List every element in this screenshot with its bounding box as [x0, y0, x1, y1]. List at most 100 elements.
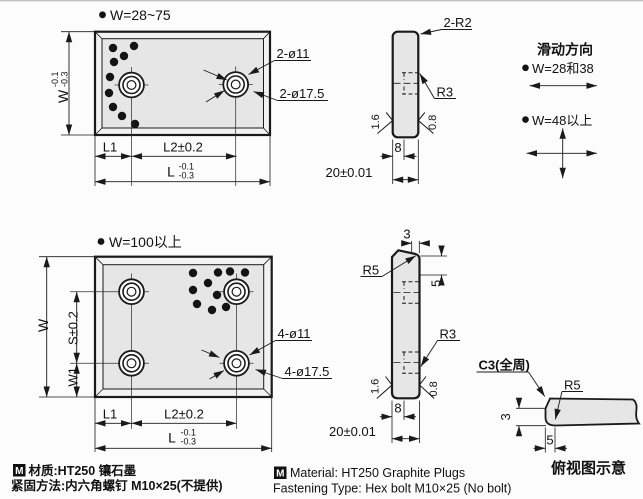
en-fastening-note: Fastening Type: Hex bolt M10×25 (No bolt…: [273, 482, 511, 496]
material-notes: M 材质:HT250 镶石墨 紧固方法:内六角螺钉 M10×25(不提供) M …: [11, 463, 511, 496]
w-dim-label: W: [55, 89, 71, 103]
l1-dim-label: L1: [103, 407, 117, 422]
width-dimensions: W S±0.2 W1: [35, 256, 95, 398]
r3-callout: R3: [440, 327, 457, 342]
roughness-value: 0.8: [428, 381, 440, 396]
r3-callout: R3: [437, 85, 454, 100]
l-dim-label: L: [168, 430, 176, 446]
top-plate-side-view: 2-R2 R3 1.6 0.8: [326, 15, 472, 184]
top-plate-header: W=28~75: [110, 7, 171, 23]
cn-material-note: 材质:HT250 镶石墨: [28, 463, 137, 478]
d20-dim-label: 20±0.01: [326, 165, 373, 180]
leader-arrow: [253, 91, 278, 101]
plate-corner-chamfer-lines: [94, 256, 272, 398]
width-dimension: W -0.1 -0.3: [50, 31, 95, 136]
d20-dim-label: 20±0.01: [329, 424, 376, 439]
l-tol-upper: -0.1: [179, 162, 195, 172]
d3-dim-label: 3: [498, 413, 513, 420]
side-view-body: [391, 30, 420, 139]
surface-finish-right: 0.8: [418, 376, 440, 399]
leader-arrow: [528, 371, 546, 397]
d5-dim-label: 5: [429, 280, 444, 287]
leader-arrow: [420, 28, 442, 35]
hole-callouts: 2-ø11 2-ø17.5: [203, 46, 328, 103]
leader-arrow: [381, 255, 417, 277]
w-tol-lower: -0.3: [60, 71, 70, 87]
hole-large-callout: 4-ø17.5: [285, 364, 330, 379]
m-badge-icon: [274, 466, 287, 479]
top-plate-front-view: W=28~75: [50, 7, 328, 186]
hole-small-callout: 2-ø11: [277, 46, 310, 61]
hidden-hole-lines-upper: [393, 281, 420, 304]
en-material-note: Material: HT250 Graphite Plugs: [290, 466, 465, 480]
hole-large-callout: 2-ø17.5: [280, 86, 325, 101]
leader-arrow: [554, 391, 563, 420]
corner-radius-callout: 2-R2: [444, 15, 472, 30]
thickness-dimensions: 8 20±0.01: [326, 139, 419, 184]
l1-dim-label: L1: [103, 140, 117, 155]
detail-dimensions: 3 5: [498, 397, 567, 453]
r5-callout: R5: [363, 263, 380, 278]
detail-caption: 俯视图示意: [551, 459, 626, 477]
hidden-hole-lines: [393, 72, 419, 95]
counterbore-hole-right: [218, 66, 253, 186]
side-view-body: [390, 249, 421, 400]
l-tol-upper: -0.1: [181, 428, 197, 438]
length-dimensions: L1 L2±0.2 L -0.1 -0.3: [94, 135, 271, 186]
l-tol-lower: -0.3: [181, 437, 197, 447]
l2-dim-label: L2±0.2: [164, 407, 204, 422]
leader-arrow: [249, 340, 276, 356]
counterbore-hole: [118, 278, 250, 377]
bullet-icon: [99, 11, 106, 19]
diameter-arrow: [203, 69, 228, 81]
w-tol-upper: -0.1: [50, 71, 60, 87]
hole-small-callout: 4-ø11: [278, 326, 311, 341]
roughness-value: 1.6: [370, 379, 382, 394]
bottom-plate-side-view: 3 5 R5 R3: [329, 227, 460, 443]
graphite-plug-dots: [104, 41, 140, 129]
s-dim-label: S±0.2: [66, 311, 81, 345]
diameter-arrow: [205, 90, 225, 103]
roughness-value: 1.6: [370, 114, 382, 129]
cn-fastening-note: 紧固方法:内六角螺钉 M10×25(不提供): [11, 478, 222, 493]
leader-arrow: [248, 60, 275, 75]
roughness-value: 0.8: [427, 115, 439, 130]
plate-corner-chamfer-lines: [94, 31, 271, 136]
leader-arrow: [419, 73, 435, 99]
cross-direction-arrows: [526, 128, 597, 179]
c3-chamfer-callout: C3(全周): [479, 358, 530, 373]
corner-chamfer-detail: C3(全周) R5 3 5 俯视图示意: [476, 358, 641, 477]
slide-case2-label: W=48以上: [532, 113, 592, 128]
counterbore-hole-left: [114, 67, 149, 186]
m-badge-icon: [13, 464, 26, 477]
w-dim-label: W: [35, 318, 51, 332]
bullet-icon: [522, 116, 529, 123]
leader-arrow: [255, 369, 283, 379]
surface-finish-left: 1.6: [370, 112, 394, 134]
bottom-plate-header: W=100以上: [109, 234, 182, 250]
hidden-hole-lines-lower: [393, 351, 420, 374]
slide-direction-title: 滑动方向: [537, 42, 593, 58]
r5-callout: R5: [564, 378, 581, 393]
l-dim-label: L: [167, 164, 175, 180]
length-dimensions: L1 L2±0.2 L -0.1 -0.3: [94, 397, 273, 452]
d8-dim-label: 8: [394, 140, 401, 155]
hole-callouts: 4-ø11 4-ø17.5: [201, 326, 332, 380]
bullet-icon: [522, 64, 529, 72]
bullet-icon: [97, 238, 105, 245]
surface-finish-right: 0.8: [417, 112, 439, 134]
surface-finish-left: 1.6: [370, 376, 393, 399]
bottom-plate-front-view: W=100以上: [35, 234, 332, 452]
plate-edge-section: [544, 397, 641, 427]
slide-case1-label: W=28和38: [532, 61, 594, 76]
top-chamfer-dimensions: 3 5: [401, 227, 447, 287]
d3-dim-label: 3: [403, 227, 410, 242]
w1-dim-label: W1: [66, 367, 81, 387]
m-badge-letter: M: [15, 466, 23, 477]
leader-arrow: [420, 340, 438, 367]
l-tol-lower: -0.3: [179, 171, 195, 181]
graphite-plug-dots: [188, 267, 250, 315]
m-badge-letter: M: [276, 469, 284, 480]
